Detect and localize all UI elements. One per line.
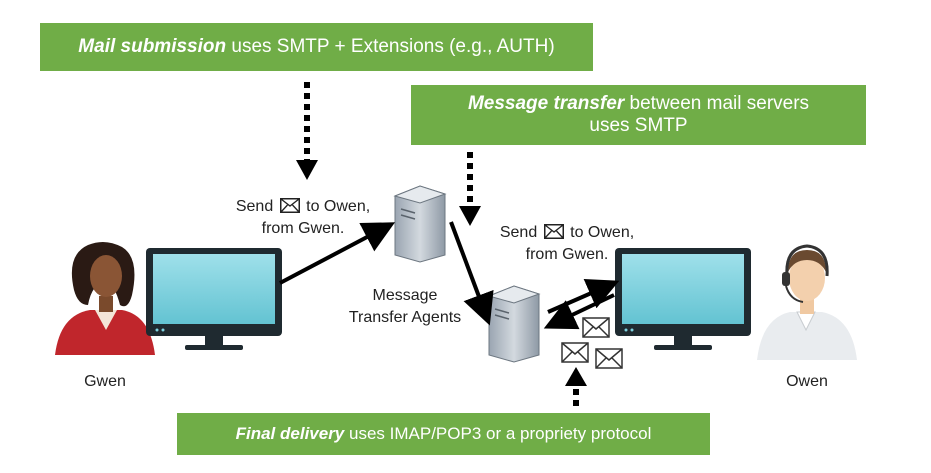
banner-mail-submission: Mail submission uses SMTP + Extensions (… — [40, 23, 593, 71]
server-icon-lower — [487, 285, 541, 363]
banner-message-transfer: Message transfer between mail servers us… — [411, 85, 866, 145]
gwen-label: Gwen — [84, 373, 126, 390]
message-label-lower: Send to Owen, from Gwen. — [477, 222, 657, 266]
msg1-from: from Gwen. — [261, 220, 345, 237]
arrow-server-to-owen — [547, 278, 620, 314]
banner-transfer-text: between mail servers — [624, 93, 810, 115]
arrow-server-to-server — [449, 221, 494, 326]
dotted-arrow-submission — [296, 82, 318, 180]
gwen-person-icon — [55, 241, 155, 355]
dotted-arrow-delivery — [565, 367, 587, 406]
banner-transfer-line2: uses SMTP — [589, 115, 688, 136]
arrow-gwen-to-server — [279, 222, 396, 285]
mta-label-line2: Transfer Agents — [348, 309, 462, 326]
envelope-icon — [543, 224, 564, 239]
envelope-icon — [582, 317, 610, 338]
banner-submission-bold: Mail submission — [78, 36, 227, 58]
owen-person-icon — [757, 244, 857, 360]
banner-submission-text: uses SMTP + Extensions (e.g., AUTH) — [226, 36, 555, 58]
msg2-from: from Gwen. — [525, 246, 609, 263]
envelope-icon — [561, 342, 589, 363]
dotted-arrow-transfer — [459, 152, 481, 226]
mta-label-line1: Message — [372, 287, 438, 304]
server-icon-upper — [393, 185, 447, 263]
banner-final-delivery: Final delivery uses IMAP/POP3 or a propr… — [177, 413, 710, 455]
mta-label: Message Transfer Agents — [320, 285, 490, 329]
banner-delivery-text: uses IMAP/POP3 or a propriety protocol — [344, 424, 652, 444]
headset-icon — [785, 244, 829, 277]
msg2-to: to Owen, — [570, 224, 635, 241]
owen-label: Owen — [786, 373, 828, 390]
gwen-monitor-icon — [146, 248, 282, 350]
banner-transfer-bold: Message transfer — [467, 93, 625, 115]
arrow-owen-to-server — [543, 293, 615, 330]
owen-monitor-icon — [615, 248, 751, 350]
banner-delivery-bold: Final delivery — [235, 424, 345, 444]
msg1-send: Send — [235, 198, 274, 215]
msg2-send: Send — [499, 224, 538, 241]
message-label-upper: Send to Owen, from Gwen. — [213, 196, 393, 240]
msg1-to: to Owen, — [306, 198, 371, 215]
envelope-icon — [279, 198, 300, 213]
envelope-icon — [595, 348, 623, 369]
